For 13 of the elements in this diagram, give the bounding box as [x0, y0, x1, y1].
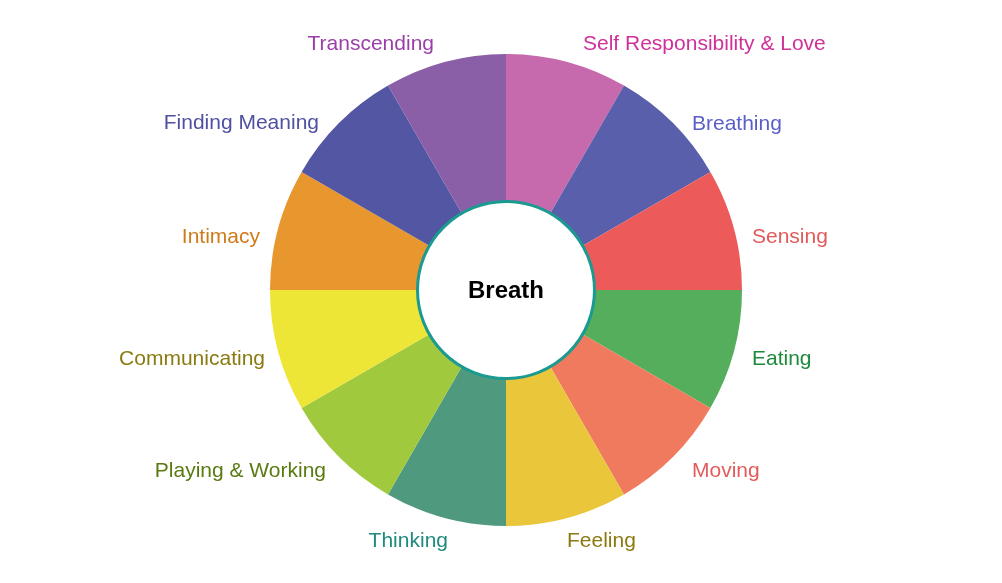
- segment-label: Self Responsibility & Love: [583, 31, 826, 55]
- segment-label: Eating: [752, 346, 812, 370]
- segment-label: Finding Meaning: [163, 110, 319, 134]
- segment-label: Playing & Working: [154, 458, 326, 482]
- center-label: Breath: [468, 276, 544, 304]
- segment-label: Communicating: [119, 346, 265, 370]
- segment-label: Intimacy: [181, 224, 260, 248]
- segment-label: Sensing: [752, 224, 828, 248]
- segment-label: Transcending: [307, 31, 434, 55]
- segment-label: Feeling: [567, 528, 636, 552]
- segment-label: Moving: [692, 458, 760, 482]
- segment-label: Thinking: [368, 528, 448, 552]
- segment-label: Breathing: [692, 111, 782, 135]
